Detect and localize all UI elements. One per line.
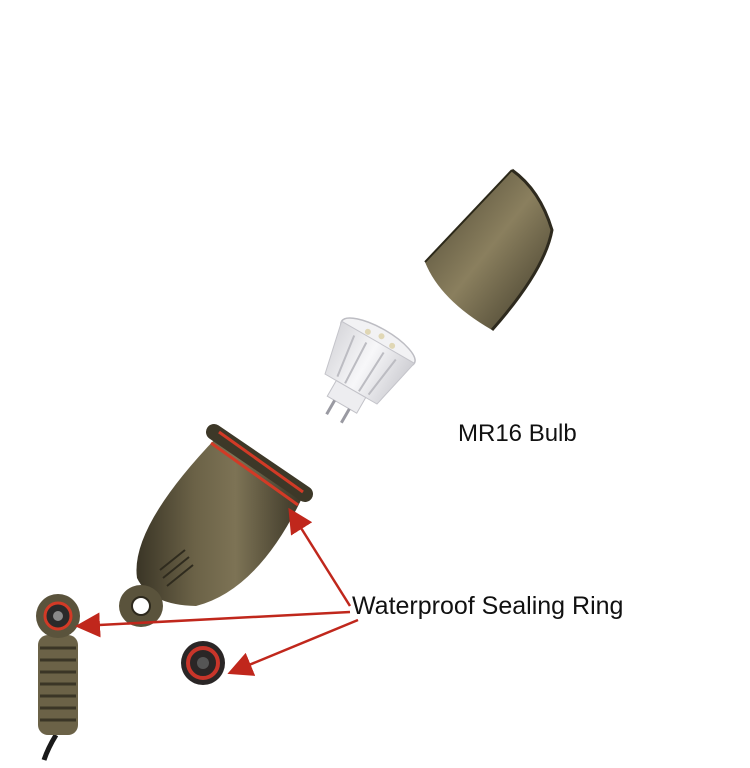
arrow-to-housing-ring — [288, 507, 352, 607]
mr16-bulb-label: MR16 Bulb — [458, 420, 577, 447]
mr16-led-bulb-icon — [324, 317, 416, 424]
knuckle-mount-icon — [36, 594, 80, 761]
brass-lamp-housing-icon — [119, 424, 313, 627]
sealing-ring-arrows — [75, 507, 359, 676]
waterproof-sealing-ring-label: Waterproof Sealing Ring — [352, 592, 624, 620]
arrow-to-mount-ring — [75, 610, 351, 638]
arrow-to-gasket — [227, 618, 359, 676]
brass-shroud-cap-icon — [424, 168, 554, 331]
sealing-gasket-icon — [181, 641, 225, 685]
